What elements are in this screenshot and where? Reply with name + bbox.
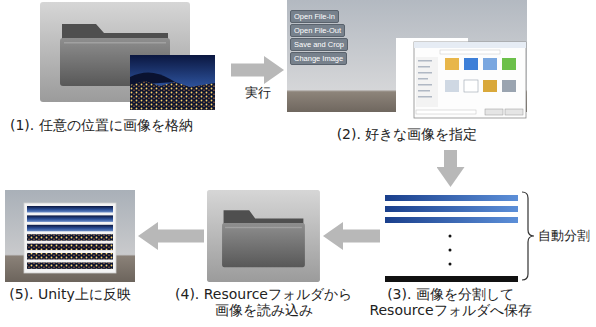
step-caption: (2). 好きな画像を指定 [287, 126, 527, 142]
caption-box: (1). 任意の位置に画像を格納 [5, 117, 228, 133]
step-panel: Open File-inOpen File-OutSave and CropCh… [287, 0, 527, 147]
button-label: Open File-Out [294, 26, 341, 35]
flow-arrow [343, 230, 380, 243]
ui-button: Open File-Out [290, 24, 345, 37]
flow-arrow [444, 150, 457, 167]
button-label: Change Image [294, 54, 343, 63]
step-panel: (3). 画像を分割して Resourceフォルダへ保存 [383, 190, 518, 282]
ui-button: Change Image [290, 52, 347, 65]
edge-label: 実行 [245, 85, 271, 101]
button-label: Open File-in [294, 12, 335, 21]
button-label: Save and Crop [294, 40, 344, 49]
step-panel: (4). Resourceフォルダから 画像を読み込み [207, 190, 320, 282]
caption-box: (4). Resourceフォルダから 画像を読み込み [169, 286, 359, 318]
step-panel: (5). Unity上に反映 [5, 190, 135, 282]
ui-button: Save and Crop [290, 38, 348, 51]
step-caption: (5). Unity上に反映 [0, 286, 140, 302]
step-panel: (1). 任意の位置に画像を格納 [5, 0, 228, 140]
caption-box: (3). 画像を分割して Resourceフォルダへ保存 [351, 286, 551, 318]
brace-label: 自動分割 [538, 228, 590, 244]
step-caption: (3). 画像を分割して Resourceフォルダへ保存 [351, 286, 551, 318]
caption-box: (5). Unity上に反映 [0, 286, 140, 302]
caption-box: (2). 好きな画像を指定 [287, 126, 527, 142]
step-caption: (1). 任意の位置に画像を格納 [10, 117, 228, 133]
flow-arrow [158, 230, 204, 243]
flow-arrow [231, 64, 264, 77]
ui-button: Open File-in [290, 10, 339, 23]
step-caption: (4). Resourceフォルダから 画像を読み込み [169, 286, 359, 318]
